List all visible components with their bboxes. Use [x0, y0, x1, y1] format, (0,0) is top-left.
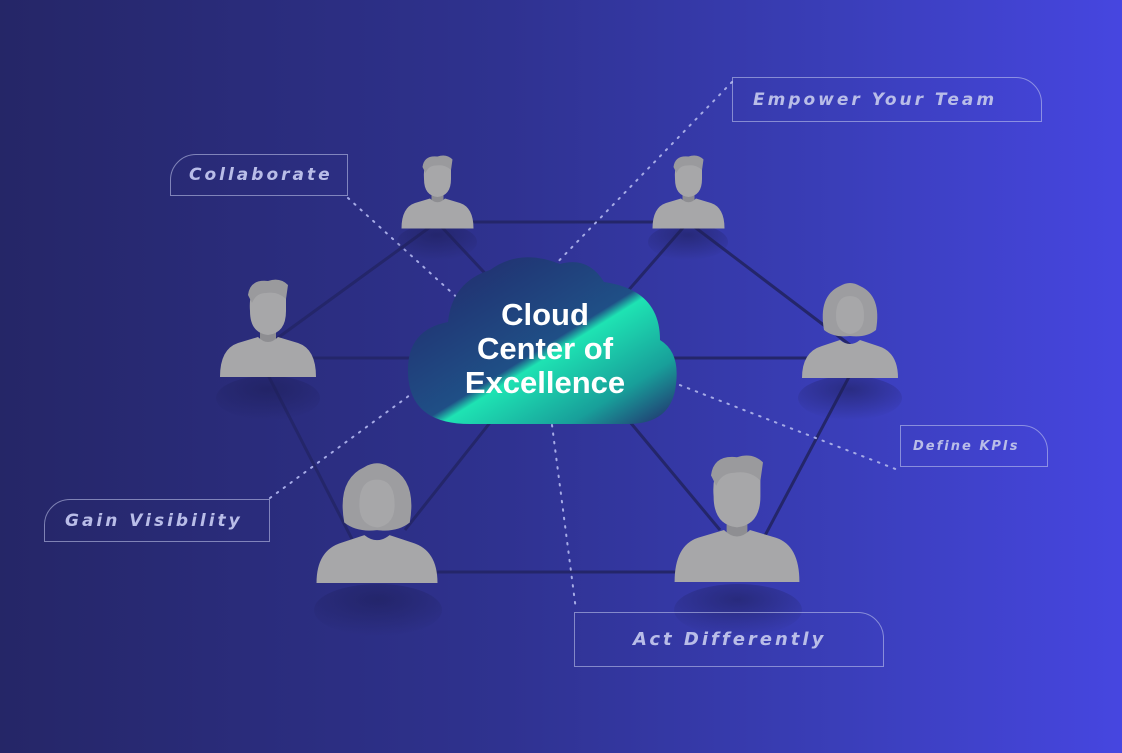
shadow	[314, 584, 442, 636]
tag-label: Act Differently	[633, 629, 827, 650]
shadow	[216, 376, 320, 420]
shadow	[674, 584, 802, 636]
person-shadows	[216, 224, 902, 636]
tag-empower-your-team: Empower Your Team	[732, 77, 1042, 122]
person-icon	[316, 463, 438, 583]
person-icon	[802, 283, 898, 378]
person-icon	[652, 155, 725, 229]
connector-empower	[547, 81, 733, 273]
tag-label: Collaborate	[189, 165, 333, 185]
network-line	[618, 409, 722, 531]
connector-gain-visibility	[269, 394, 411, 499]
tag-define-kpis: Define KPIs	[900, 425, 1048, 467]
cloud-icon	[407, 257, 677, 424]
cloud-title-line: Excellence	[464, 365, 626, 400]
tag-label: Gain Visibility	[65, 510, 243, 531]
shadow	[798, 376, 902, 420]
person-icon	[220, 279, 316, 377]
tag-label: Empower Your Team	[753, 89, 998, 110]
cloud-title-line: Cloud	[501, 297, 589, 332]
shadow	[648, 224, 728, 260]
connector-act-differently	[551, 424, 577, 611]
person-icon	[401, 155, 474, 229]
network-line	[403, 409, 502, 531]
cloud-title: Cloud Center of Excellence	[440, 298, 650, 400]
person-icon	[674, 455, 800, 582]
tag-label: Define KPIs	[913, 438, 1020, 454]
tag-gain-visibility: Gain Visibility	[44, 499, 270, 542]
tag-collaborate: Collaborate	[170, 154, 348, 196]
shadow	[397, 224, 477, 260]
tag-act-differently: Act Differently	[574, 612, 884, 667]
connector-define-kpis	[671, 381, 899, 471]
cloud-title-line: Center of	[476, 331, 614, 366]
